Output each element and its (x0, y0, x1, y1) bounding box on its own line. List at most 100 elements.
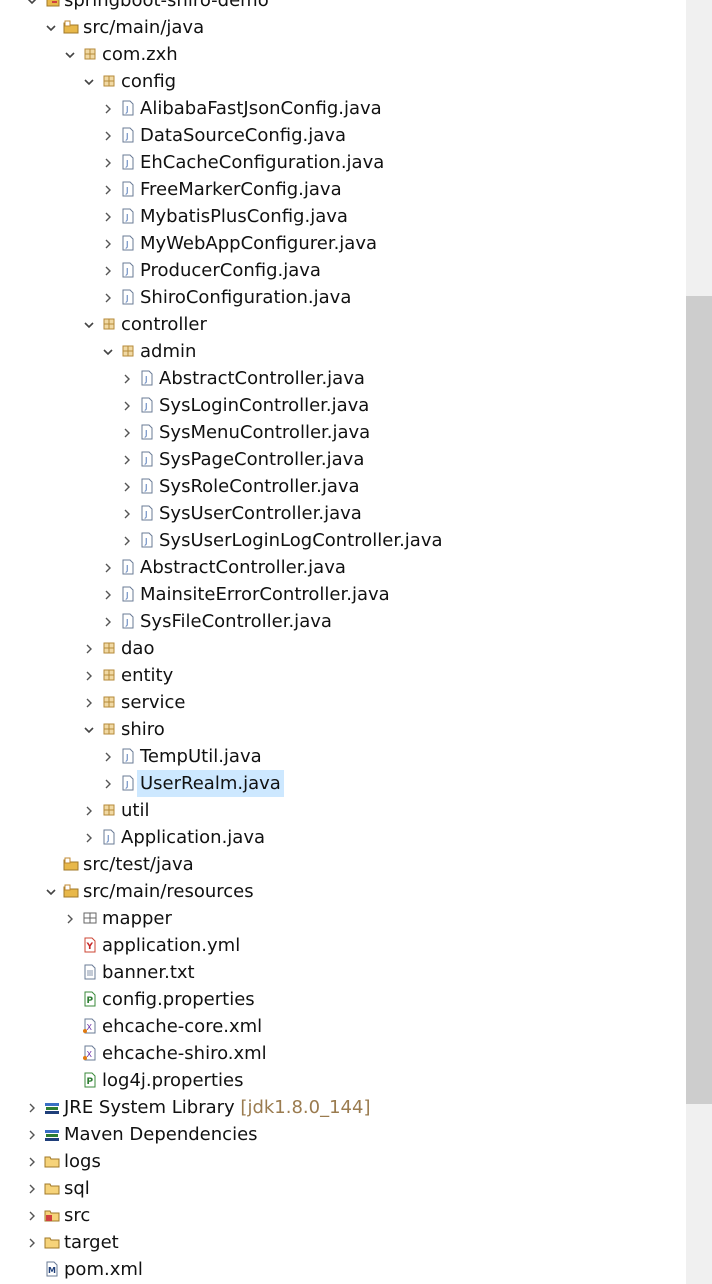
tree-item-label[interactable]: AbstractController.java (137, 554, 349, 581)
collapse-arrow-icon[interactable] (120, 419, 134, 446)
tree-item[interactable]: springboot-shiro-demo (0, 0, 686, 14)
tree-item-label[interactable]: src/test/java (80, 851, 197, 878)
expand-arrow-icon[interactable] (82, 68, 96, 95)
expand-arrow-icon[interactable] (82, 311, 96, 338)
tree-item-label[interactable]: SysFileController.java (137, 608, 335, 635)
tree-item-label[interactable]: TempUtil.java (137, 743, 265, 770)
tree-item[interactable]: entity (0, 662, 686, 689)
tree-item-label[interactable]: entity (118, 662, 176, 689)
collapse-arrow-icon[interactable] (120, 446, 134, 473)
tree-item-label[interactable]: service (118, 689, 188, 716)
tree-item-label[interactable]: springboot-shiro-demo (61, 0, 272, 14)
tree-item-label[interactable]: MainsiteErrorController.java (137, 581, 393, 608)
tree-item-label[interactable]: EhCacheConfiguration.java (137, 149, 387, 176)
collapse-arrow-icon[interactable] (101, 257, 115, 284)
tree-item-label[interactable]: util (118, 797, 152, 824)
tree-item[interactable]: shiro (0, 716, 686, 743)
tree-item[interactable]: admin (0, 338, 686, 365)
tree-item-label[interactable]: com.zxh (99, 41, 181, 68)
collapse-arrow-icon[interactable] (25, 1202, 39, 1229)
tree-item-label[interactable]: ehcache-shiro.xml (99, 1040, 270, 1067)
collapse-arrow-icon[interactable] (82, 797, 96, 824)
tree-item-label[interactable]: controller (118, 311, 210, 338)
collapse-arrow-icon[interactable] (25, 1229, 39, 1256)
collapse-arrow-icon[interactable] (101, 770, 115, 797)
collapse-arrow-icon[interactable] (25, 1148, 39, 1175)
tree-item[interactable]: config (0, 68, 686, 95)
collapse-arrow-icon[interactable] (101, 176, 115, 203)
collapse-arrow-icon[interactable] (101, 743, 115, 770)
tree-item[interactable]: logs (0, 1148, 686, 1175)
tree-item[interactable]: controller (0, 311, 686, 338)
tree-item[interactable]: src (0, 1202, 686, 1229)
collapse-arrow-icon[interactable] (101, 230, 115, 257)
tree-item-label[interactable]: SysUserLoginLogController.java (156, 527, 446, 554)
tree-item[interactable]: banner.txt (0, 959, 686, 986)
collapse-arrow-icon[interactable] (101, 122, 115, 149)
collapse-arrow-icon[interactable] (101, 203, 115, 230)
tree-item-label[interactable]: shiro (118, 716, 168, 743)
tree-item-label[interactable]: mapper (99, 905, 175, 932)
tree-item-label[interactable]: log4j.properties (99, 1067, 246, 1094)
tree-item-label[interactable]: Maven Dependencies (61, 1121, 261, 1148)
collapse-arrow-icon[interactable] (120, 365, 134, 392)
tree-item-label[interactable]: dao (118, 635, 157, 662)
collapse-arrow-icon[interactable] (82, 635, 96, 662)
collapse-arrow-icon[interactable] (25, 1121, 39, 1148)
collapse-arrow-icon[interactable] (101, 149, 115, 176)
collapse-arrow-icon[interactable] (82, 689, 96, 716)
collapse-arrow-icon[interactable] (101, 608, 115, 635)
tree-item-label[interactable]: config (118, 68, 179, 95)
collapse-arrow-icon[interactable] (120, 527, 134, 554)
tree-item-label[interactable]: JRE System Library [jdk1.8.0_144] (61, 1094, 373, 1121)
expand-arrow-icon[interactable] (44, 14, 58, 41)
tree-item[interactable]: src/test/java (0, 851, 686, 878)
tree-item-label[interactable]: SysRoleController.java (156, 473, 363, 500)
collapse-arrow-icon[interactable] (25, 1175, 39, 1202)
expand-arrow-icon[interactable] (82, 716, 96, 743)
tree-item-label[interactable]: SysPageController.java (156, 446, 367, 473)
tree-item-label[interactable]: logs (61, 1148, 104, 1175)
tree-item-label[interactable]: ehcache-core.xml (99, 1013, 265, 1040)
collapse-arrow-icon[interactable] (120, 392, 134, 419)
tree-item-label[interactable]: config.properties (99, 986, 258, 1013)
tree-item-label[interactable]: src/main/resources (80, 878, 257, 905)
collapse-arrow-icon[interactable] (120, 500, 134, 527)
tree-item-label[interactable]: AbstractController.java (156, 365, 368, 392)
collapse-arrow-icon[interactable] (101, 284, 115, 311)
tree-item[interactable]: sql (0, 1175, 686, 1202)
tree-item-label[interactable]: application.yml (99, 932, 243, 959)
collapse-arrow-icon[interactable] (82, 662, 96, 689)
collapse-arrow-icon[interactable] (63, 905, 77, 932)
expand-arrow-icon[interactable] (25, 0, 39, 14)
tree-item[interactable]: Maven Dependencies (0, 1121, 686, 1148)
tree-item[interactable]: JRE System Library [jdk1.8.0_144] (0, 1094, 686, 1121)
scrollbar-thumb[interactable] (686, 296, 712, 1104)
tree-item-label[interactable]: ProducerConfig.java (137, 257, 324, 284)
tree-item-label[interactable]: target (61, 1229, 122, 1256)
tree-item-label[interactable]: FreeMarkerConfig.java (137, 176, 345, 203)
tree-item[interactable]: target (0, 1229, 686, 1256)
tree-item-label[interactable]: banner.txt (99, 959, 198, 986)
tree-item-label[interactable]: SysLoginController.java (156, 392, 372, 419)
tree-item-label[interactable]: MyWebAppConfigurer.java (137, 230, 380, 257)
